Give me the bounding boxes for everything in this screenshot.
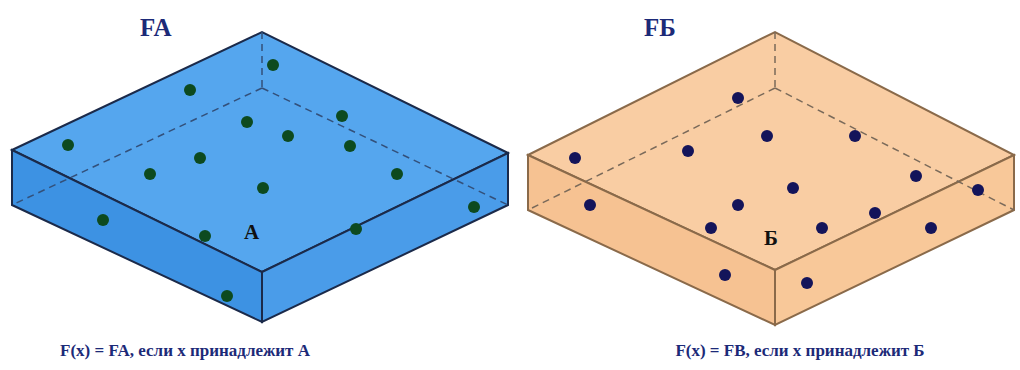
slab-front-left [12, 150, 262, 322]
function-value: FБ [644, 14, 676, 42]
caption-formula: F(x) = FB, если x принадлежит Б [675, 341, 924, 361]
hidden-edges [12, 32, 508, 205]
caption-formula: F(x) = FA, если x принадлежит А [60, 341, 310, 361]
slab-front-right [262, 153, 508, 322]
slab-front-right [775, 155, 1014, 325]
function-value: FA [140, 14, 171, 42]
slab-region: FA А [0, 0, 515, 330]
slab-a [12, 32, 508, 322]
slab-region: FБ Б [516, 0, 1020, 330]
hidden-edges [528, 32, 1014, 210]
slab-b [528, 32, 1014, 325]
slab-front-left [528, 155, 775, 325]
points [62, 59, 480, 302]
region-name: Б [764, 226, 778, 251]
region-name: А [244, 220, 259, 245]
points [569, 92, 984, 289]
